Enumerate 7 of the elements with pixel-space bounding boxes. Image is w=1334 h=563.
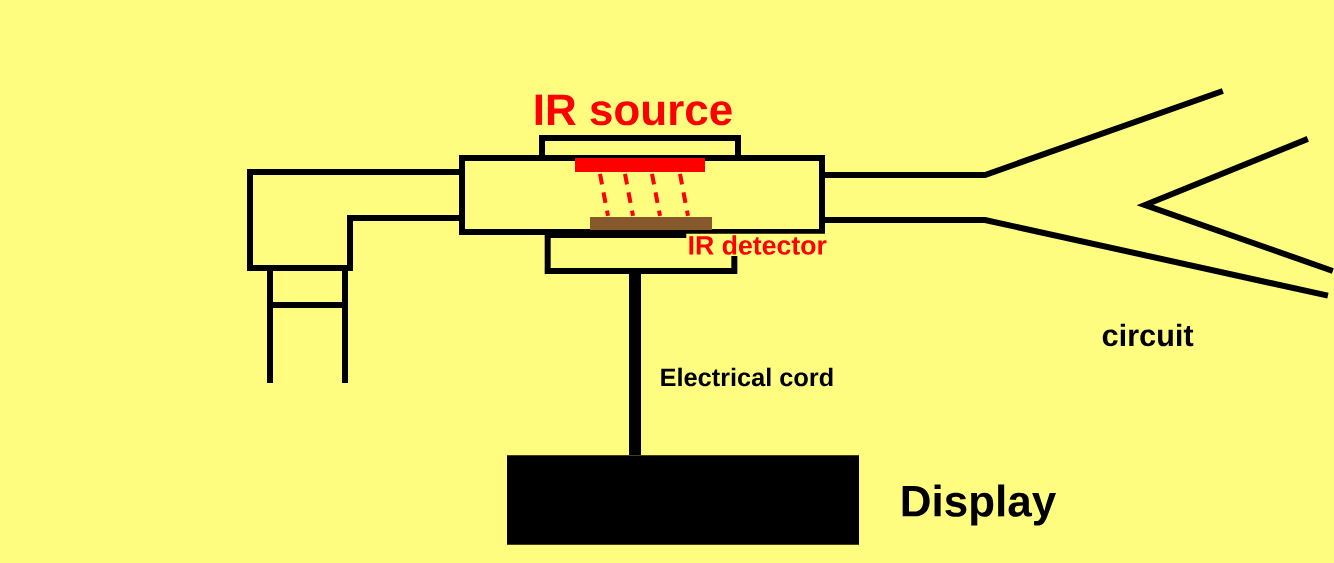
electrical-cord bbox=[629, 274, 641, 456]
display-box bbox=[507, 455, 859, 545]
ir-detector-label: IR detector bbox=[686, 233, 829, 257]
display-label: Display bbox=[902, 484, 1056, 526]
circuit-label: circuit bbox=[1100, 322, 1195, 348]
edge-label: Electrical cord bbox=[661, 367, 833, 387]
ir-source-label: IR source bbox=[531, 93, 735, 127]
